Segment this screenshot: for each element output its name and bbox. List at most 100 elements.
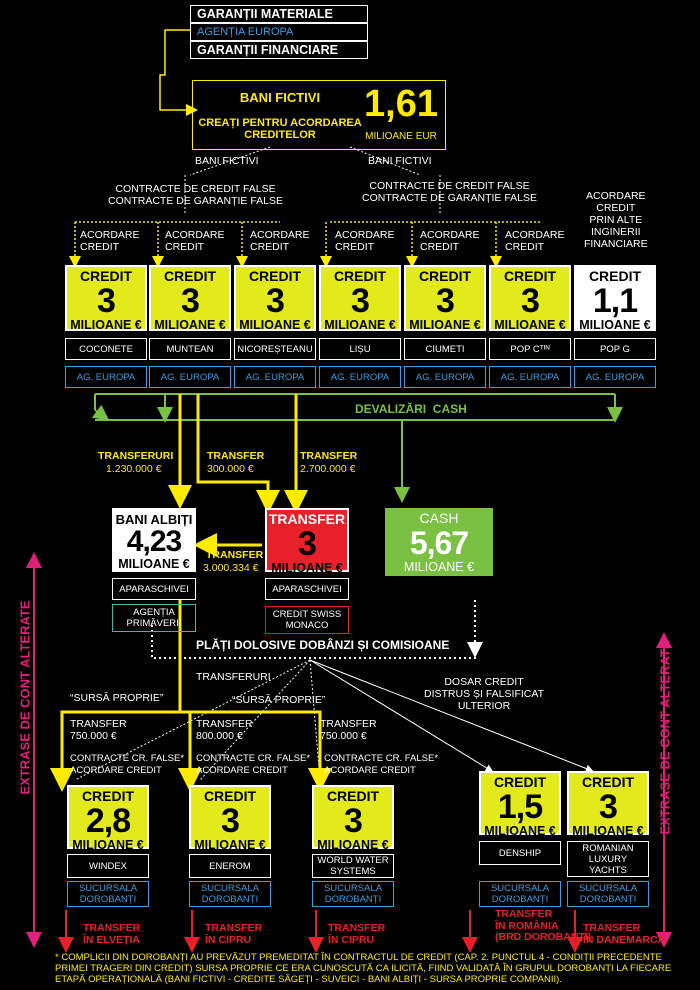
credit-name: LIȘU	[319, 338, 401, 360]
lower-credit-name: ENEROM	[189, 854, 271, 878]
credit-agency: AG. EUROPA	[489, 366, 571, 388]
lower-credit-destination: TRANSFER ÎN CIPRU	[328, 922, 386, 946]
credit-name: POP G	[574, 338, 656, 360]
false-contracts-3: CONTRACTE CR. FALSE* ACORDARE CREDIT	[324, 753, 439, 776]
lower-transfers-label: TRANSFERURI	[196, 671, 271, 683]
credit-agency: AG. EUROPA	[234, 366, 316, 388]
grant-label-5: ACORDARE CREDIT	[420, 229, 480, 253]
transfer-box-name: APARASCHIVEI	[265, 578, 349, 600]
footnote: * COMPLICII DIN DOROBANȚI AU PREVĂZUT PR…	[55, 952, 672, 985]
credit-head: CREDIT	[588, 268, 642, 284]
lower-credit-name: ROMANIAN LUXURY YACHTS	[567, 841, 649, 877]
credit-head: CREDIT	[163, 268, 217, 284]
cash-value: 5,67	[409, 525, 469, 561]
transfer-box: TRANSFER 3 MILIOANE €	[265, 508, 349, 575]
credit-head: CREDIT	[333, 268, 387, 284]
lower-credit-head: CREDIT	[81, 788, 135, 804]
credit-value: 3	[351, 282, 370, 320]
lower-credit-branch: SUCURSALA DOROBANȚI	[312, 881, 394, 907]
cash-out-label: DEVALIZĂRI CASH	[355, 402, 467, 416]
lower-transfer-1: TRANSFER 750.000 €	[70, 718, 127, 742]
fictive-right-label: BANI FICTIVI	[368, 155, 432, 167]
credit-name: POP Cᵀᴵᴺ	[489, 338, 571, 360]
own-source-2: “SURSĂ PROPRIE”	[232, 694, 326, 706]
lower-credit-destination: TRANSFER ÎN ELVEȚIA	[83, 922, 141, 946]
transfer-box-head: TRANSFER	[268, 511, 346, 527]
lower-credit-unit: MILIOANE €	[317, 838, 389, 852]
credit-unit: MILIOANE €	[494, 318, 566, 332]
credit-unit: MILIOANE €	[324, 318, 396, 332]
transfer-4-label: TRANSFER	[206, 549, 264, 561]
material-guarantees-box: GARANȚII MATERIALE	[190, 5, 368, 23]
lower-credit-unit: MILIOANE €	[194, 838, 266, 852]
laundered-agency: AGENȚIA PRIMĂVERII	[112, 604, 196, 632]
credit-value: 3	[97, 282, 116, 320]
transfer-3-value: 2.700.000 €	[300, 463, 356, 475]
laundered-value: 4,23	[126, 525, 182, 558]
credit-head: CREDIT	[248, 268, 302, 284]
credit-head: CREDIT	[503, 268, 557, 284]
credit-unit: MILIOANE €	[579, 318, 651, 332]
false-contracts-1: CONTRACTE CR. FALSE* ACORDARE CREDIT	[70, 753, 185, 776]
fictive-title: BANI FICTIVI	[239, 90, 321, 105]
cash-unit: MILIOANE €	[403, 560, 475, 574]
transfer-3-label: TRANSFER	[300, 450, 358, 462]
lower-credit-unit: MILIOANE €	[572, 824, 644, 838]
lower-credit-branch: SUCURSALA DOROBANȚI	[189, 881, 271, 907]
fictive-value: 1,61	[364, 83, 438, 125]
right-contracts-label: CONTRACTE DE CREDIT FALSE CONTRACTE DE G…	[362, 180, 538, 204]
grant-label-2: ACORDARE CREDIT	[165, 229, 225, 253]
credit-agency: AG. EUROPA	[404, 366, 486, 388]
lower-credit-head: CREDIT	[581, 774, 635, 790]
credit-agency: AG. EUROPA	[149, 366, 231, 388]
transfer-4-value: 3.000.334 €	[203, 562, 259, 574]
credit-value: 3	[521, 282, 540, 320]
credit-name: COCONETE	[65, 338, 147, 360]
credit-head: CREDIT	[418, 268, 472, 284]
transfer-box-value: 3	[298, 525, 317, 563]
lower-credit-branch: SUCURSALA DOROBANȚI	[479, 881, 561, 907]
credit-name: CIUMETI	[404, 338, 486, 360]
dossier-label: DOSAR CREDIT DISTRUS ȘI FALSIFICAT ULTER…	[424, 676, 544, 712]
lower-credit-value: 3	[344, 802, 363, 840]
lower-credit-unit: MILIOANE €	[72, 838, 144, 852]
laundered-unit: MILIOANE €	[118, 557, 190, 571]
transfer-2-label: TRANSFER	[207, 450, 265, 462]
lower-credit-name: WORLD WATER SYSTEMS	[312, 854, 394, 878]
financial-guarantees-box: GARANȚII FINANCIARE	[190, 41, 368, 59]
cash-head: CASH	[419, 510, 459, 526]
lower-credit-head: CREDIT	[326, 788, 380, 804]
lower-credit-branch: SUCURSALA DOROBANȚI	[567, 881, 649, 907]
transfer-1-label: TRANSFERURI	[98, 450, 174, 462]
laundered-money-box: BANI ALBIȚI 4,23 MILIOANE €	[112, 508, 196, 572]
lower-transfer-2: TRANSFER 800.000 €	[196, 718, 253, 742]
credit-unit: MILIOANE €	[409, 318, 481, 332]
lower-credit-name: DENSHIP	[479, 841, 561, 865]
credit-value: 1,1	[592, 282, 638, 320]
fictive-unit: MILIOANE EUR	[365, 131, 437, 142]
credit-unit: MILIOANE €	[239, 318, 311, 332]
lower-credit-value: 2,8	[85, 802, 131, 840]
fictive-left-label: BANI FICTIVI	[195, 155, 259, 167]
laundered-name: APARASCHIVEI	[112, 578, 196, 600]
lower-credit-value: 3	[221, 802, 240, 840]
credit-name: NICOREȘTEANU	[234, 338, 316, 360]
lower-credit-name: WINDEX	[67, 854, 149, 878]
credit-value: 3	[266, 282, 285, 320]
lower-transfer-3: TRANSFER 750.000 €	[320, 718, 377, 742]
lower-credit-destination: TRANSFER ÎN DANEMARCA	[583, 922, 666, 946]
agency-europa-box: AGENȚIA EUROPA	[190, 23, 368, 41]
transfer-1-value: 1.230.000 €	[106, 463, 162, 475]
credit-unit: MILIOANE €	[70, 318, 142, 332]
